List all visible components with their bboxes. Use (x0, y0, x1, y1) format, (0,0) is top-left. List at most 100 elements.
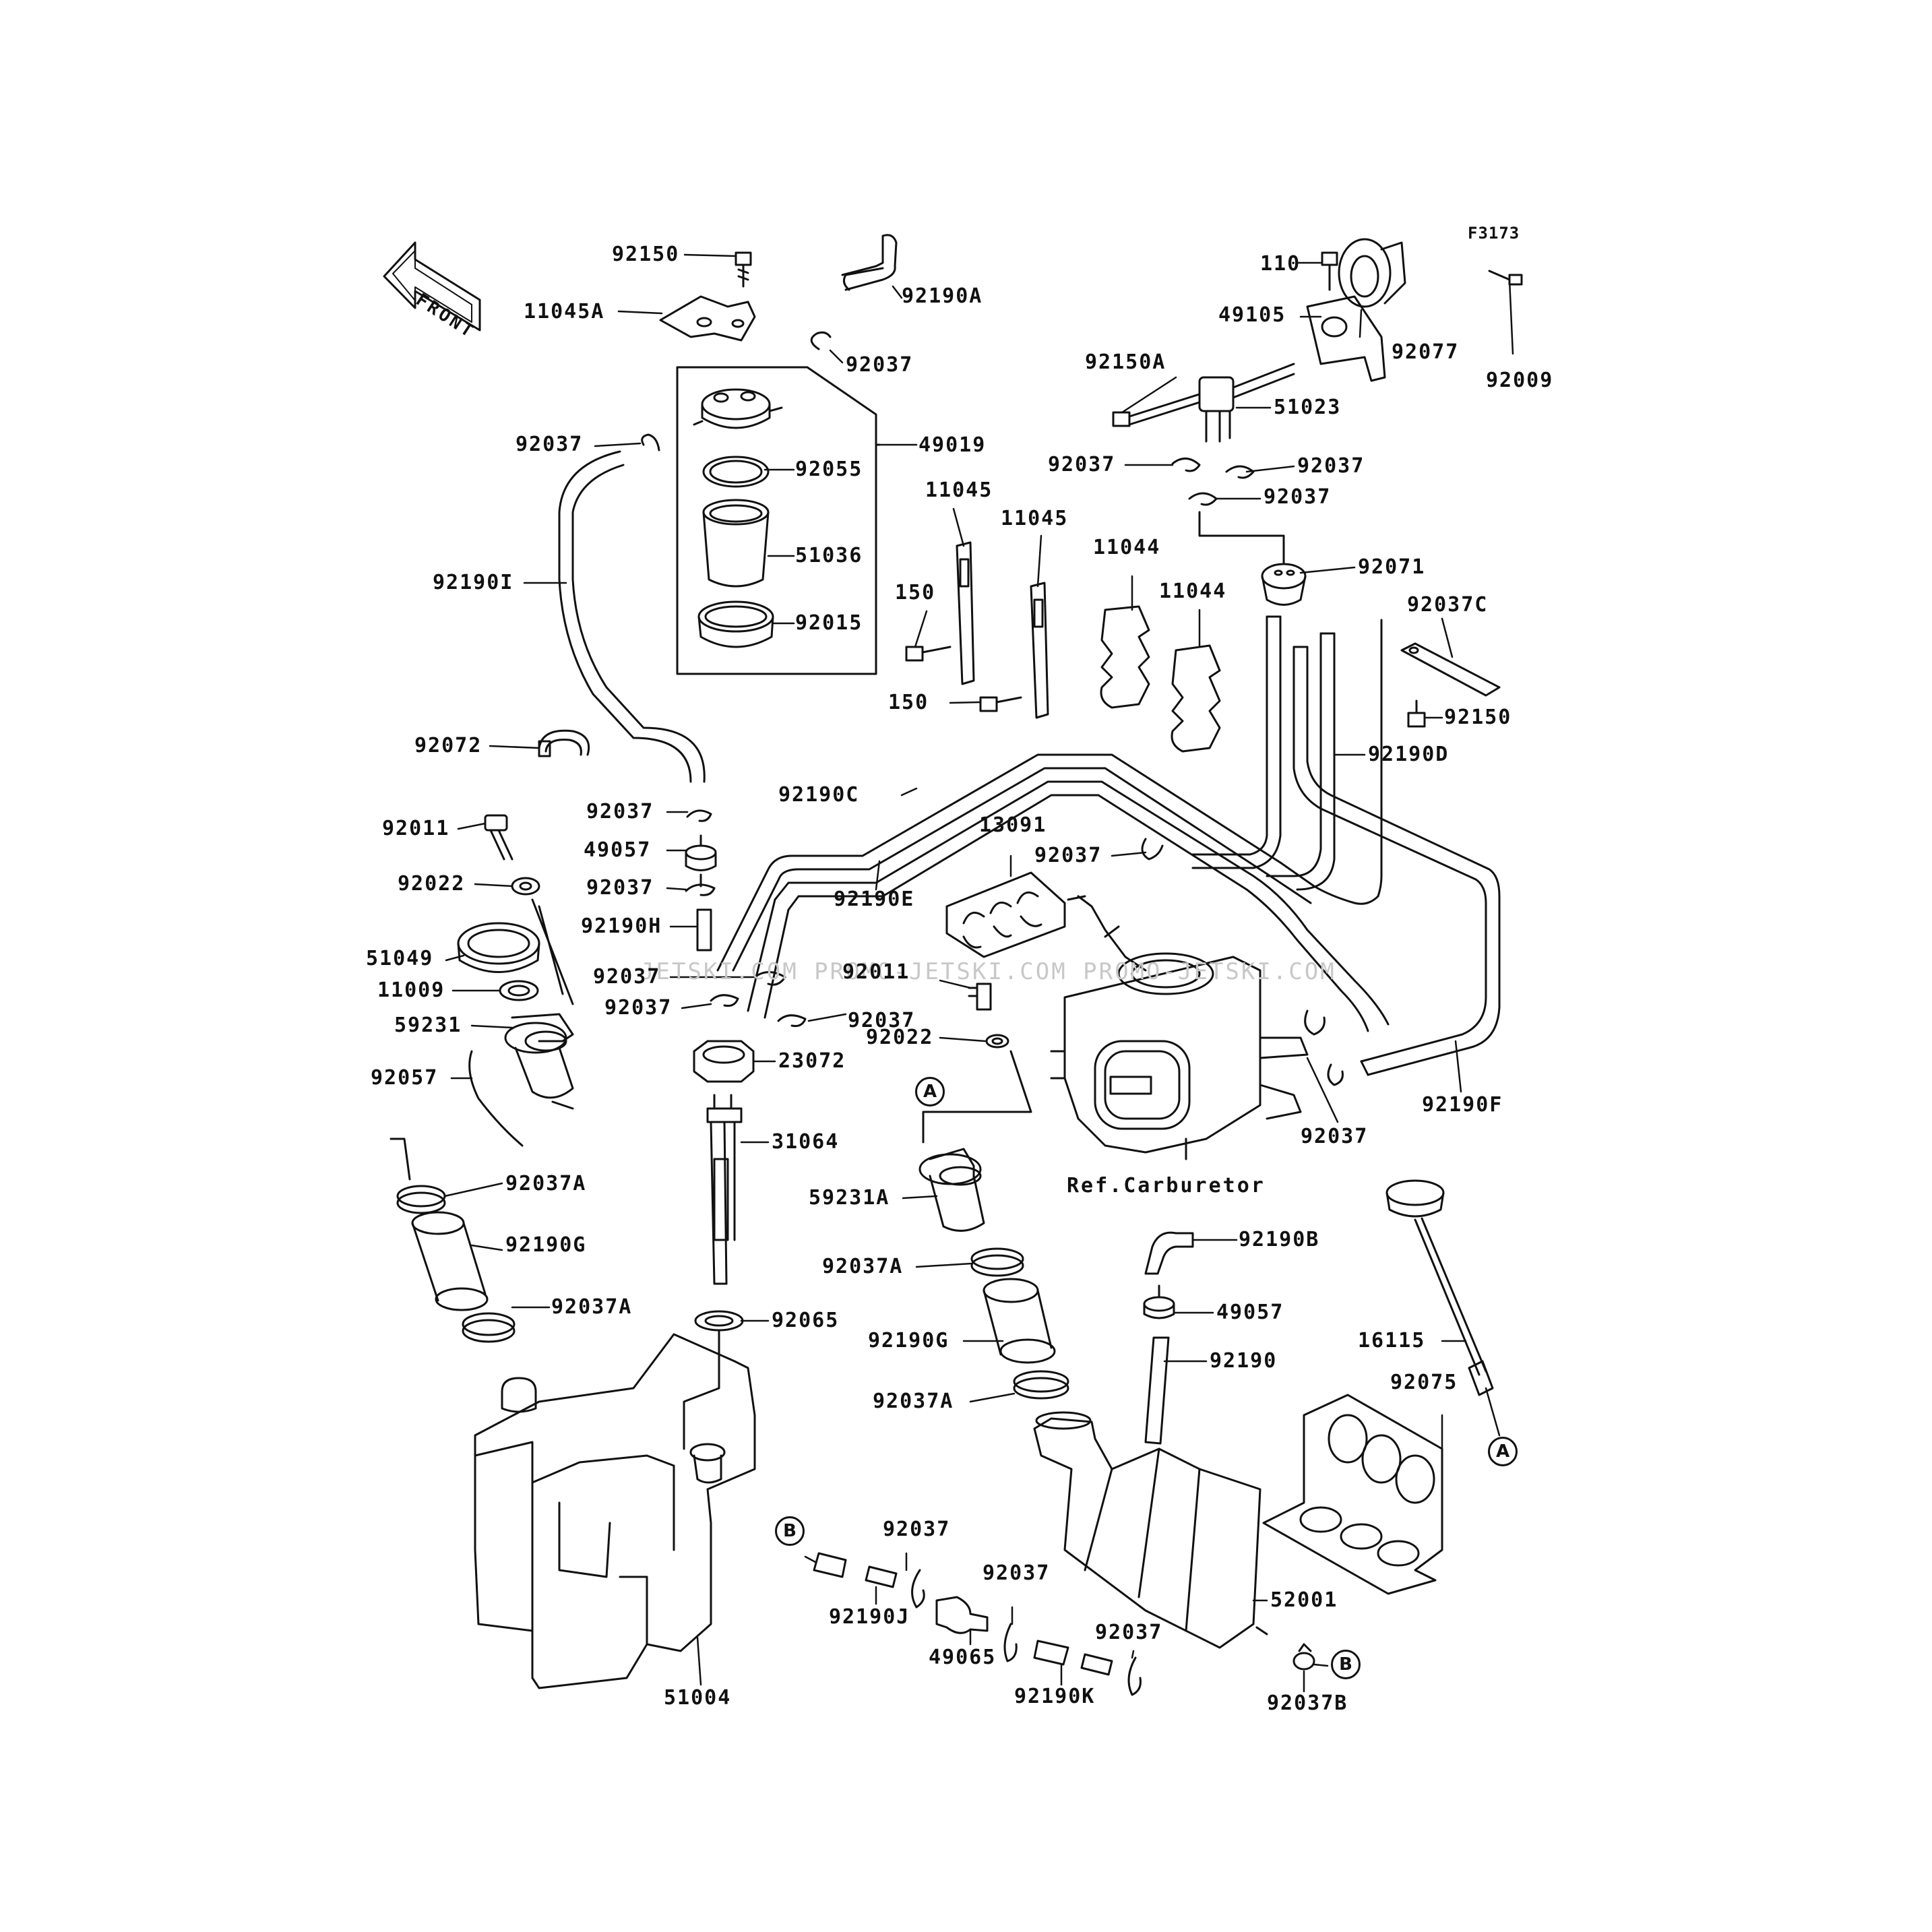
fuel-tank-51004-icon (474, 1333, 756, 1689)
part-label: 49065 (929, 1646, 997, 1669)
clip-92037-h3-icon (753, 971, 786, 986)
filter-bowl-92015-icon (697, 600, 774, 648)
bolt-110-icon (1321, 251, 1338, 291)
hose-92190j-a-icon (813, 1552, 847, 1578)
callout-a-upper: A (915, 1077, 945, 1107)
part-label: 92150 (612, 243, 680, 266)
part-label: 92037A (505, 1172, 587, 1195)
valve-49057-lower-icon (1143, 1284, 1175, 1319)
part-label: 92037 (1264, 485, 1332, 509)
part-label: 92190J (829, 1605, 910, 1629)
part-label: 92037 (604, 996, 673, 1020)
part-label: 59231A (809, 1186, 890, 1210)
check-valve-49065-icon (935, 1596, 989, 1634)
filler-neck-59231-icon (504, 1013, 574, 1099)
fuel-filter-cap-icon (693, 388, 783, 429)
figure-code: F3173 (1468, 224, 1520, 243)
watermark: JETSKI.COM PROMO-JETSKI.COM PROMO-JETSKI… (640, 958, 1336, 985)
filter-element-51036-icon (702, 499, 770, 588)
part-label: 92011 (382, 817, 450, 840)
bracket-11045a-icon (659, 295, 756, 342)
screw-92009-icon (1488, 270, 1523, 286)
clip-92037-top-icon (810, 331, 832, 350)
part-label: 92037A (551, 1295, 633, 1319)
fuel-gauge-31064-icon (706, 1094, 743, 1285)
part-label: 92037 (1048, 453, 1116, 476)
part-label: 92190G (505, 1233, 587, 1257)
clip-92037-left-icon (641, 433, 660, 451)
clamp-92037a-left-bottom-icon (462, 1312, 516, 1343)
part-label: 11045A (524, 300, 605, 323)
part-label: 92037 (846, 353, 914, 377)
band-11045-a-icon (956, 541, 975, 685)
filler-neck-59231a-icon (918, 1148, 985, 1232)
hose-92190d-b (1191, 615, 1282, 869)
hose-92190f-inner (1306, 646, 1501, 1076)
hose-92190k-a-icon (1033, 1640, 1069, 1666)
bracket-49105-icon (1306, 295, 1386, 382)
part-label: 92037 (1034, 844, 1102, 867)
callout-b-left: B (775, 1516, 805, 1546)
leader-92071 (1198, 511, 1285, 564)
part-label: 150 (888, 691, 929, 714)
part-label: 11044 (1093, 536, 1161, 559)
part-label: 92037A (822, 1255, 904, 1278)
part-label: 92037 (586, 876, 654, 900)
bolt-92011-left-icon (484, 814, 513, 861)
hose-92190c (716, 619, 1383, 972)
part-label: 92037C (1407, 593, 1489, 617)
part-label: 92190C (778, 783, 860, 807)
part-label: 150 (895, 581, 936, 604)
grommet-92071-icon (1261, 563, 1307, 606)
part-label: 23072 (778, 1049, 846, 1073)
hose-92190d-right (1266, 632, 1336, 891)
part-label: 92150 (1444, 706, 1512, 729)
hose-92190k-b-icon (1080, 1653, 1113, 1676)
callout-a-right: A (1488, 1437, 1518, 1466)
part-label: 92190G (868, 1329, 949, 1352)
washer-92022-left-icon (511, 877, 540, 896)
callout-b-right: B (1331, 1650, 1361, 1679)
hose-92190a-icon (841, 234, 898, 291)
carburetor-icon (1050, 895, 1309, 1160)
part-label: 16115 (1358, 1329, 1426, 1352)
strap-92037c-icon (1400, 642, 1501, 697)
gasket-92075-icon (1262, 1394, 1443, 1595)
clip-92037-carb-a-icon (1304, 1009, 1326, 1036)
part-label: 92037 (1095, 1621, 1163, 1644)
part-label: 92009 (1486, 369, 1554, 392)
leader-59231-lower (551, 1100, 574, 1110)
part-label: 92065 (772, 1309, 840, 1332)
part-label: 11044 (1159, 580, 1227, 603)
nut-23072-icon (693, 1040, 755, 1083)
part-label: 92072 (414, 734, 482, 757)
gauge-16115-icon (1385, 1179, 1494, 1396)
part-label: 92190 (1210, 1349, 1278, 1373)
bolt-92150-icon (735, 251, 752, 288)
washer-92022-right-icon (985, 1034, 1009, 1049)
hose-92190j-b-icon (865, 1565, 898, 1588)
clamp-92037a-left-top-icon (396, 1185, 446, 1214)
screw-150-a-icon (905, 646, 952, 662)
part-label: 92037 (983, 1561, 1051, 1585)
hose-92190g-mid-icon (983, 1278, 1056, 1364)
part-label: 51004 (664, 1686, 732, 1710)
part-label: 92190D (1368, 743, 1450, 766)
cover-92077-icon (1338, 238, 1406, 308)
hose-92190d (1191, 615, 1268, 856)
strap-92057-icon (468, 1050, 524, 1147)
part-label: 92190B (1239, 1228, 1320, 1251)
part-label: 92037 (516, 433, 584, 456)
part-label: 92037 (883, 1518, 951, 1541)
leader-lines (443, 253, 1514, 1693)
clamp-92037b-icon (1292, 1643, 1315, 1671)
hose-92190f (1292, 646, 1487, 1063)
part-label: 92075 (1390, 1371, 1458, 1394)
part-label: 92011 (842, 960, 910, 984)
part-label: 92022 (398, 872, 466, 896)
clip-92037-mid-icon (1141, 838, 1164, 861)
part-label: 92150A (1085, 350, 1166, 374)
part-label: 51023 (1274, 396, 1342, 419)
part-label: 31064 (772, 1130, 840, 1154)
